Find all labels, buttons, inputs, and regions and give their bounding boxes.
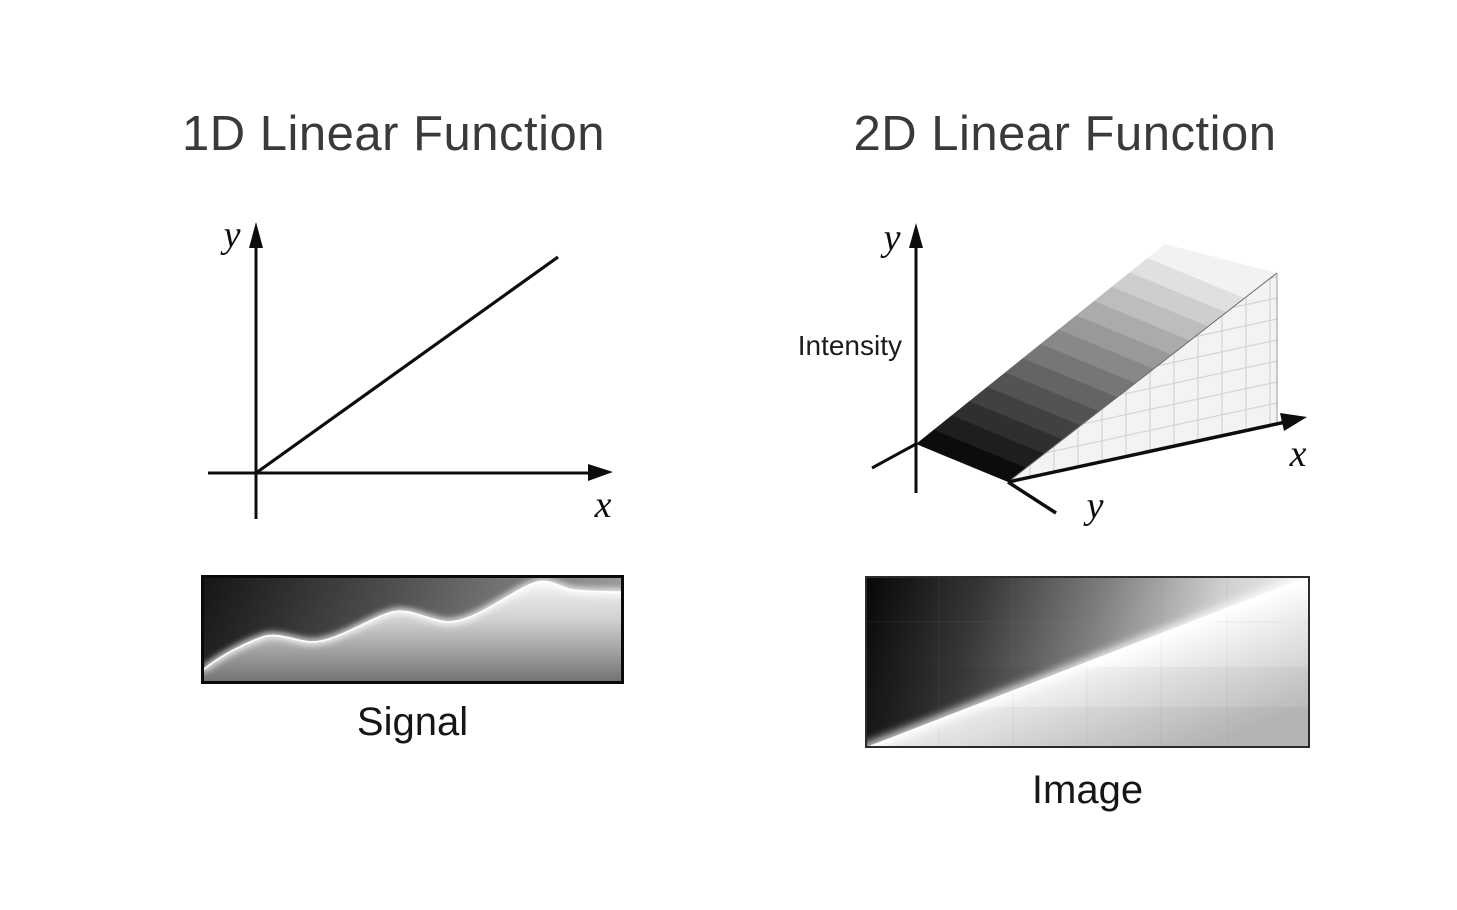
- x-axis-arrowhead-icon: [588, 464, 613, 481]
- x-axis-label: x: [1289, 433, 1307, 475]
- ramp-surface: [916, 244, 1277, 482]
- depth-axis-front-line: [1007, 480, 1057, 515]
- x-axis-label: x: [594, 484, 612, 526]
- plot-1d-linear-function: y x: [208, 214, 613, 526]
- signal-below-ridge: [201, 581, 624, 684]
- signal-ridge-line: [202, 580, 624, 671]
- plot-2d-linear-function: y Intensity x y: [798, 217, 1307, 527]
- depth-axis-back-line: [871, 442, 917, 470]
- vertical-axis-label: y: [880, 217, 901, 259]
- y-axis-arrowhead-icon: [249, 222, 263, 248]
- signal-strip-image: [201, 575, 624, 684]
- intensity-axis-arrowhead-icon: [909, 223, 923, 248]
- linear-function-line: [255, 255, 559, 475]
- signal-caption: Signal: [356, 700, 469, 744]
- x-axis-line: [1007, 419, 1289, 484]
- signal-border: [201, 575, 624, 684]
- right-panel-title: 2D Linear Function: [853, 107, 1277, 161]
- image-diagonal-line: [865, 576, 1310, 748]
- image-strip-image: [865, 576, 1310, 748]
- left-panel-title: 1D Linear Function: [182, 107, 606, 161]
- x-axis-arrowhead-icon: [1280, 413, 1307, 431]
- image-caption: Image: [1031, 768, 1144, 812]
- image-border: [865, 576, 1310, 748]
- depth-axis-label: y: [1083, 485, 1104, 527]
- intensity-axis-name: Intensity: [798, 330, 902, 361]
- y-axis-label: y: [220, 214, 241, 256]
